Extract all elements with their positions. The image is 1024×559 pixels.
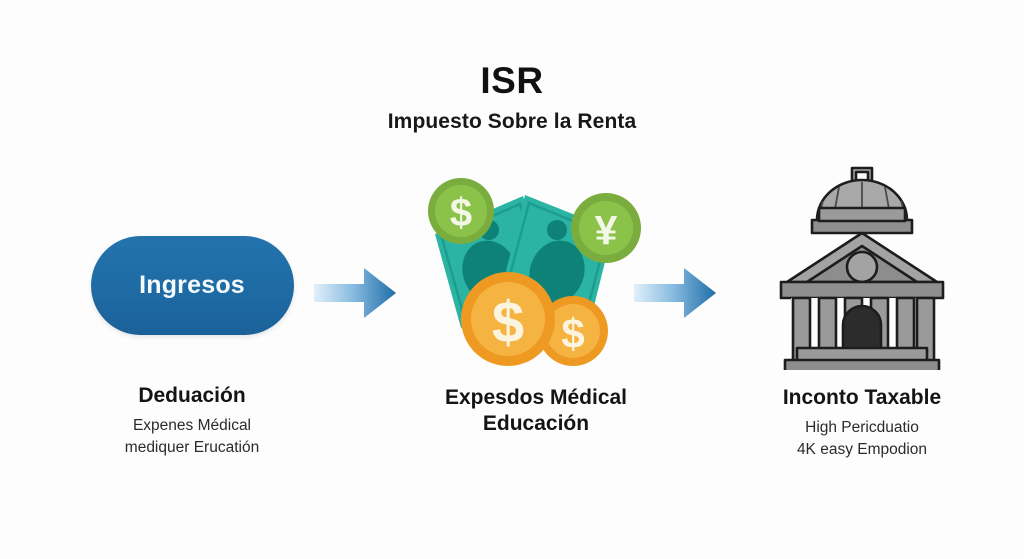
svg-text:$: $ [492,290,524,355]
coin-green-dollar-icon: $ [428,178,494,244]
caption-taxable-subtitle-line1: High Pericduatio [805,419,919,437]
caption-taxable-title: Inconto Taxable [782,386,942,409]
page-title: ISR [480,60,544,101]
page-subtitle: Impuesto Sobre la Renta [387,109,637,133]
money-bills-and-coins: $ ¥ $ $ [392,168,682,378]
caption-deductions-title: Expesdos Médical Educación [380,385,692,438]
step-deductions: $ ¥ $ $ [392,168,682,378]
step-taxable [716,160,1008,390]
caption-deductions-title-line2: Educación [482,412,590,436]
caption-taxable-subtitle: High Pericduatio 4K easy Empodion [712,417,1012,460]
coin-orange-dollar-small-icon: $ [538,296,608,366]
step-income: Ingresos [52,236,332,335]
svg-text:$: $ [450,191,472,235]
arrow-right-icon [632,264,718,322]
government-bank-building [716,160,1008,390]
svg-text:¥: ¥ [595,207,618,253]
title-block: ISR Impuesto Sobre la Renta [0,60,1024,134]
caption-deductions: Expesdos Médical Educación [380,385,692,438]
caption-income-title: Deduación [138,384,246,407]
caption-income-subtitle-line1: Expenes Médical [132,417,252,435]
arrow-right-icon [312,264,398,322]
caption-income-subtitle-line2: mediquer Erucatión [124,438,260,456]
caption-income: Deduación Expenes Médical mediquer Eruca… [52,383,332,458]
coin-orange-dollar-large-icon: $ [461,272,555,366]
caption-deductions-title-line1: Expesdos Médical [444,386,628,409]
caption-income-subtitle: Expenes Médical mediquer Erucatión [52,415,332,458]
income-badge[interactable]: Ingresos [90,236,294,335]
coin-green-yen-icon: ¥ [571,193,641,263]
income-badge-label: Ingresos [139,271,245,299]
caption-taxable: Inconto Taxable High Pericduatio 4K easy… [712,385,1012,460]
svg-text:$: $ [561,310,584,357]
caption-taxable-subtitle-line2: 4K easy Empodion [796,440,928,458]
